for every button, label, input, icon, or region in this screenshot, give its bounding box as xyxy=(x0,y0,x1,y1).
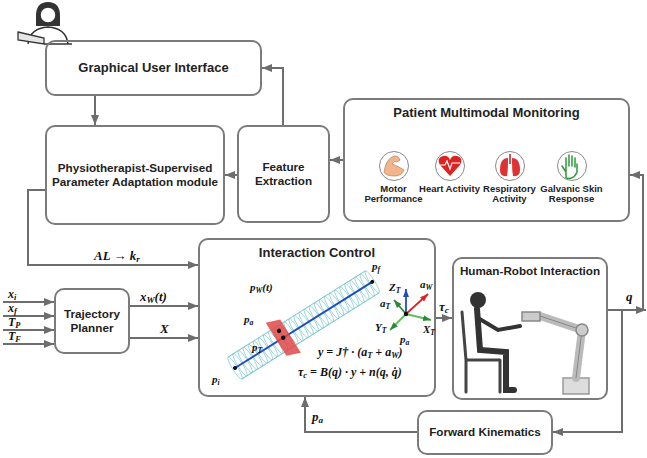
subscript: T xyxy=(258,346,263,355)
subscript: P xyxy=(15,321,20,330)
subscript: r xyxy=(136,254,140,264)
interface-box: Graphical User Interface xyxy=(45,40,262,96)
sensor-icon: Motor Performance xyxy=(379,151,409,181)
node-label: Physiotherapist-Supervised Parameter Ada… xyxy=(47,161,223,189)
subscript: i xyxy=(218,378,220,387)
vector-label: pa xyxy=(400,334,409,345)
subscript: W xyxy=(426,283,433,292)
vector-label: aT xyxy=(380,298,390,309)
node-label: Graphical User Interface xyxy=(74,60,232,76)
vector-label: pW(t) xyxy=(250,282,273,293)
input-label: xi xyxy=(8,288,16,300)
subscript: a xyxy=(319,415,324,425)
node-label: Feature Extraction xyxy=(239,160,328,188)
box-heading: Interaction Control xyxy=(255,245,379,261)
coil-winding xyxy=(226,356,244,381)
subscript: W xyxy=(256,286,263,295)
sensor-icon: Respiratory Activity xyxy=(495,151,525,181)
connector-arrow xyxy=(94,96,96,125)
connector-arrow xyxy=(28,190,198,265)
node-label: Forward Kinematics xyxy=(425,425,545,439)
connector-arrow xyxy=(330,159,343,161)
subscript: F xyxy=(15,335,21,344)
vector-label: pi xyxy=(212,374,220,385)
subscript: T xyxy=(430,328,435,337)
subscript: T xyxy=(396,286,401,295)
vector-label: YT xyxy=(375,322,386,333)
subscript: c xyxy=(303,371,307,380)
subscript: T xyxy=(367,351,372,360)
scene-box: Human-Robot Interaction xyxy=(452,257,608,400)
input-arrows xyxy=(3,302,54,344)
subscript: a xyxy=(250,318,254,327)
connector-arrow xyxy=(436,317,452,319)
subscript: T xyxy=(386,302,391,311)
edge-label: xW(t) xyxy=(138,290,169,303)
subscript: W xyxy=(391,351,398,360)
vector-label: pT xyxy=(252,342,262,353)
connector-arrow xyxy=(130,337,198,339)
group-box: Patient Multimodal MonitoringMotor Perfo… xyxy=(343,98,630,222)
connector-arrow xyxy=(305,397,417,432)
monitor-icons xyxy=(384,154,577,178)
edge-label: τc xyxy=(437,300,451,313)
input-label: TF xyxy=(8,330,21,342)
connector-arrow xyxy=(130,305,198,307)
vector-label: ZT xyxy=(389,282,400,293)
subscript: T xyxy=(382,326,387,335)
vector-label: pf xyxy=(372,261,380,272)
connector-arrow xyxy=(262,68,283,125)
subscript: f xyxy=(378,265,381,274)
edge-label: AL → kr xyxy=(92,249,142,262)
sensor-icon: Heart Activity xyxy=(435,151,465,181)
subscript: a xyxy=(406,338,410,347)
process-box: Forward Kinematics xyxy=(417,410,553,455)
box-heading: Human-Robot Interaction xyxy=(456,264,604,278)
input-label: TP xyxy=(8,316,20,328)
equation: y = J† · (aT + aW) xyxy=(318,346,403,358)
process-box: Feature Extraction xyxy=(237,125,330,223)
therapist-figure xyxy=(18,2,72,44)
input-label: xf xyxy=(8,302,17,314)
box-heading: Patient Multimodal Monitoring xyxy=(389,105,583,121)
equation: τc = B(q) · y + n(q, q̇) xyxy=(298,366,402,378)
human-robot-scene xyxy=(462,292,589,394)
edge-label: pa xyxy=(310,410,325,423)
sensor-icon: Galvanic Skin Response xyxy=(557,151,587,181)
subscript: i xyxy=(14,293,16,302)
vector-label: aW xyxy=(420,279,432,290)
connector-arrow xyxy=(553,310,622,432)
connector-arrow xyxy=(608,175,643,310)
virtual-fixture xyxy=(221,262,431,388)
vector-label: XT xyxy=(423,324,435,335)
node-label: Galvanic Skin Response xyxy=(536,184,608,206)
process-box: Trajectory Planner xyxy=(54,288,130,354)
subscript: W xyxy=(147,295,155,305)
process-box: Physiotherapist-Supervised Parameter Ada… xyxy=(45,125,225,225)
node-label: Trajectory Planner xyxy=(56,307,128,335)
node-label: Motor Performance xyxy=(362,184,426,206)
signal-label: q xyxy=(626,290,633,303)
subscript: f xyxy=(14,307,17,316)
subscript: c xyxy=(445,305,449,315)
edge-label: X xyxy=(158,322,171,335)
node-label: Heart Activity xyxy=(418,184,482,195)
connector-arrow xyxy=(225,174,237,176)
node-label: Respiratory Activity xyxy=(478,184,542,206)
vector-label: pa xyxy=(244,314,253,325)
